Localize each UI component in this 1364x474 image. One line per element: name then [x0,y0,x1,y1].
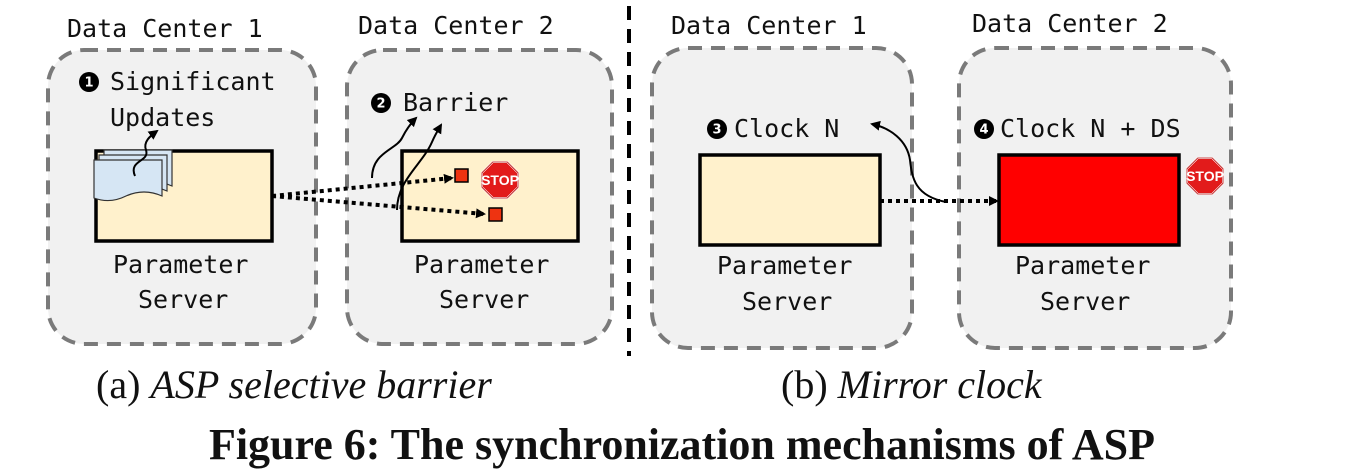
clock-mirror-arrow [870,120,947,203]
panel-b-parameter-server-2-stopped [997,153,1181,247]
panel-a-ps1-label-line2: Server [138,285,228,314]
step-2-badge [371,93,391,113]
step-4-badge [974,119,994,139]
update-transfer-arrow-2 [271,194,486,219]
svg-text:1: 1 [84,76,93,91]
step-3-label: Clock N [734,114,839,143]
panel-b-ps2-label-line2: Server [1040,287,1130,316]
panel-b-ps2-label-line1: Parameter [1015,251,1150,280]
panel-a-ps2-label-line2: Server [439,285,529,314]
panel-b-dc1-label: Data Center 1 [671,11,867,40]
stop-sign-icon: STOP [481,161,519,199]
svg-text:2: 2 [376,97,385,112]
panel-a-ps1-label-line1: Parameter [113,250,248,279]
step-1-label-line2: Updates [110,103,215,132]
panel-a-dc1-label: Data Center 1 [67,14,263,43]
passed-update-square [488,207,503,222]
panel-b-ps1-label-line2: Server [742,287,832,316]
updates-arrow [132,129,159,177]
svg-text:4: 4 [979,123,988,138]
blocked-update-square [454,168,469,183]
panel-a-dc2-label: Data Center 2 [358,11,554,40]
panel-b-parameter-server-1 [698,153,882,247]
panel-b-dc2-label: Data Center 2 [972,9,1168,38]
update-documents-icon [93,149,173,202]
step-1-label-line1: Significant [110,67,276,96]
panel-b-ps1-label-line1: Parameter [717,251,852,280]
step-2-label: Barrier [403,88,508,117]
svg-text:STOP: STOP [481,172,519,188]
svg-text:STOP: STOP [1186,168,1224,184]
panel-a-ps2-label-line1: Parameter [414,250,549,279]
panel-a-subcaption: (a) ASP selective barrier [96,362,492,407]
figure-caption: Figure 6: The synchronization mechanisms… [209,420,1155,469]
panel-b-mirror-clock: Data Center 1 Data Center 2 3 Clock N Pa… [650,9,1233,407]
svg-text:3: 3 [712,123,721,138]
panel-b-subcaption: (b) Mirror clock [781,362,1043,407]
step-3-badge [707,119,727,139]
step-4-label: Clock N + DS [1000,114,1181,143]
step-1-badge [79,72,99,92]
barrier-arrow-1 [371,116,418,179]
barrier-arrow-2 [396,123,443,211]
update-transfer-arrow-1 [271,173,454,198]
stop-sign-icon: STOP [1186,157,1224,195]
panel-a-asp-selective-barrier: Data Center 1 Data Center 2 1 Significan… [46,11,614,407]
